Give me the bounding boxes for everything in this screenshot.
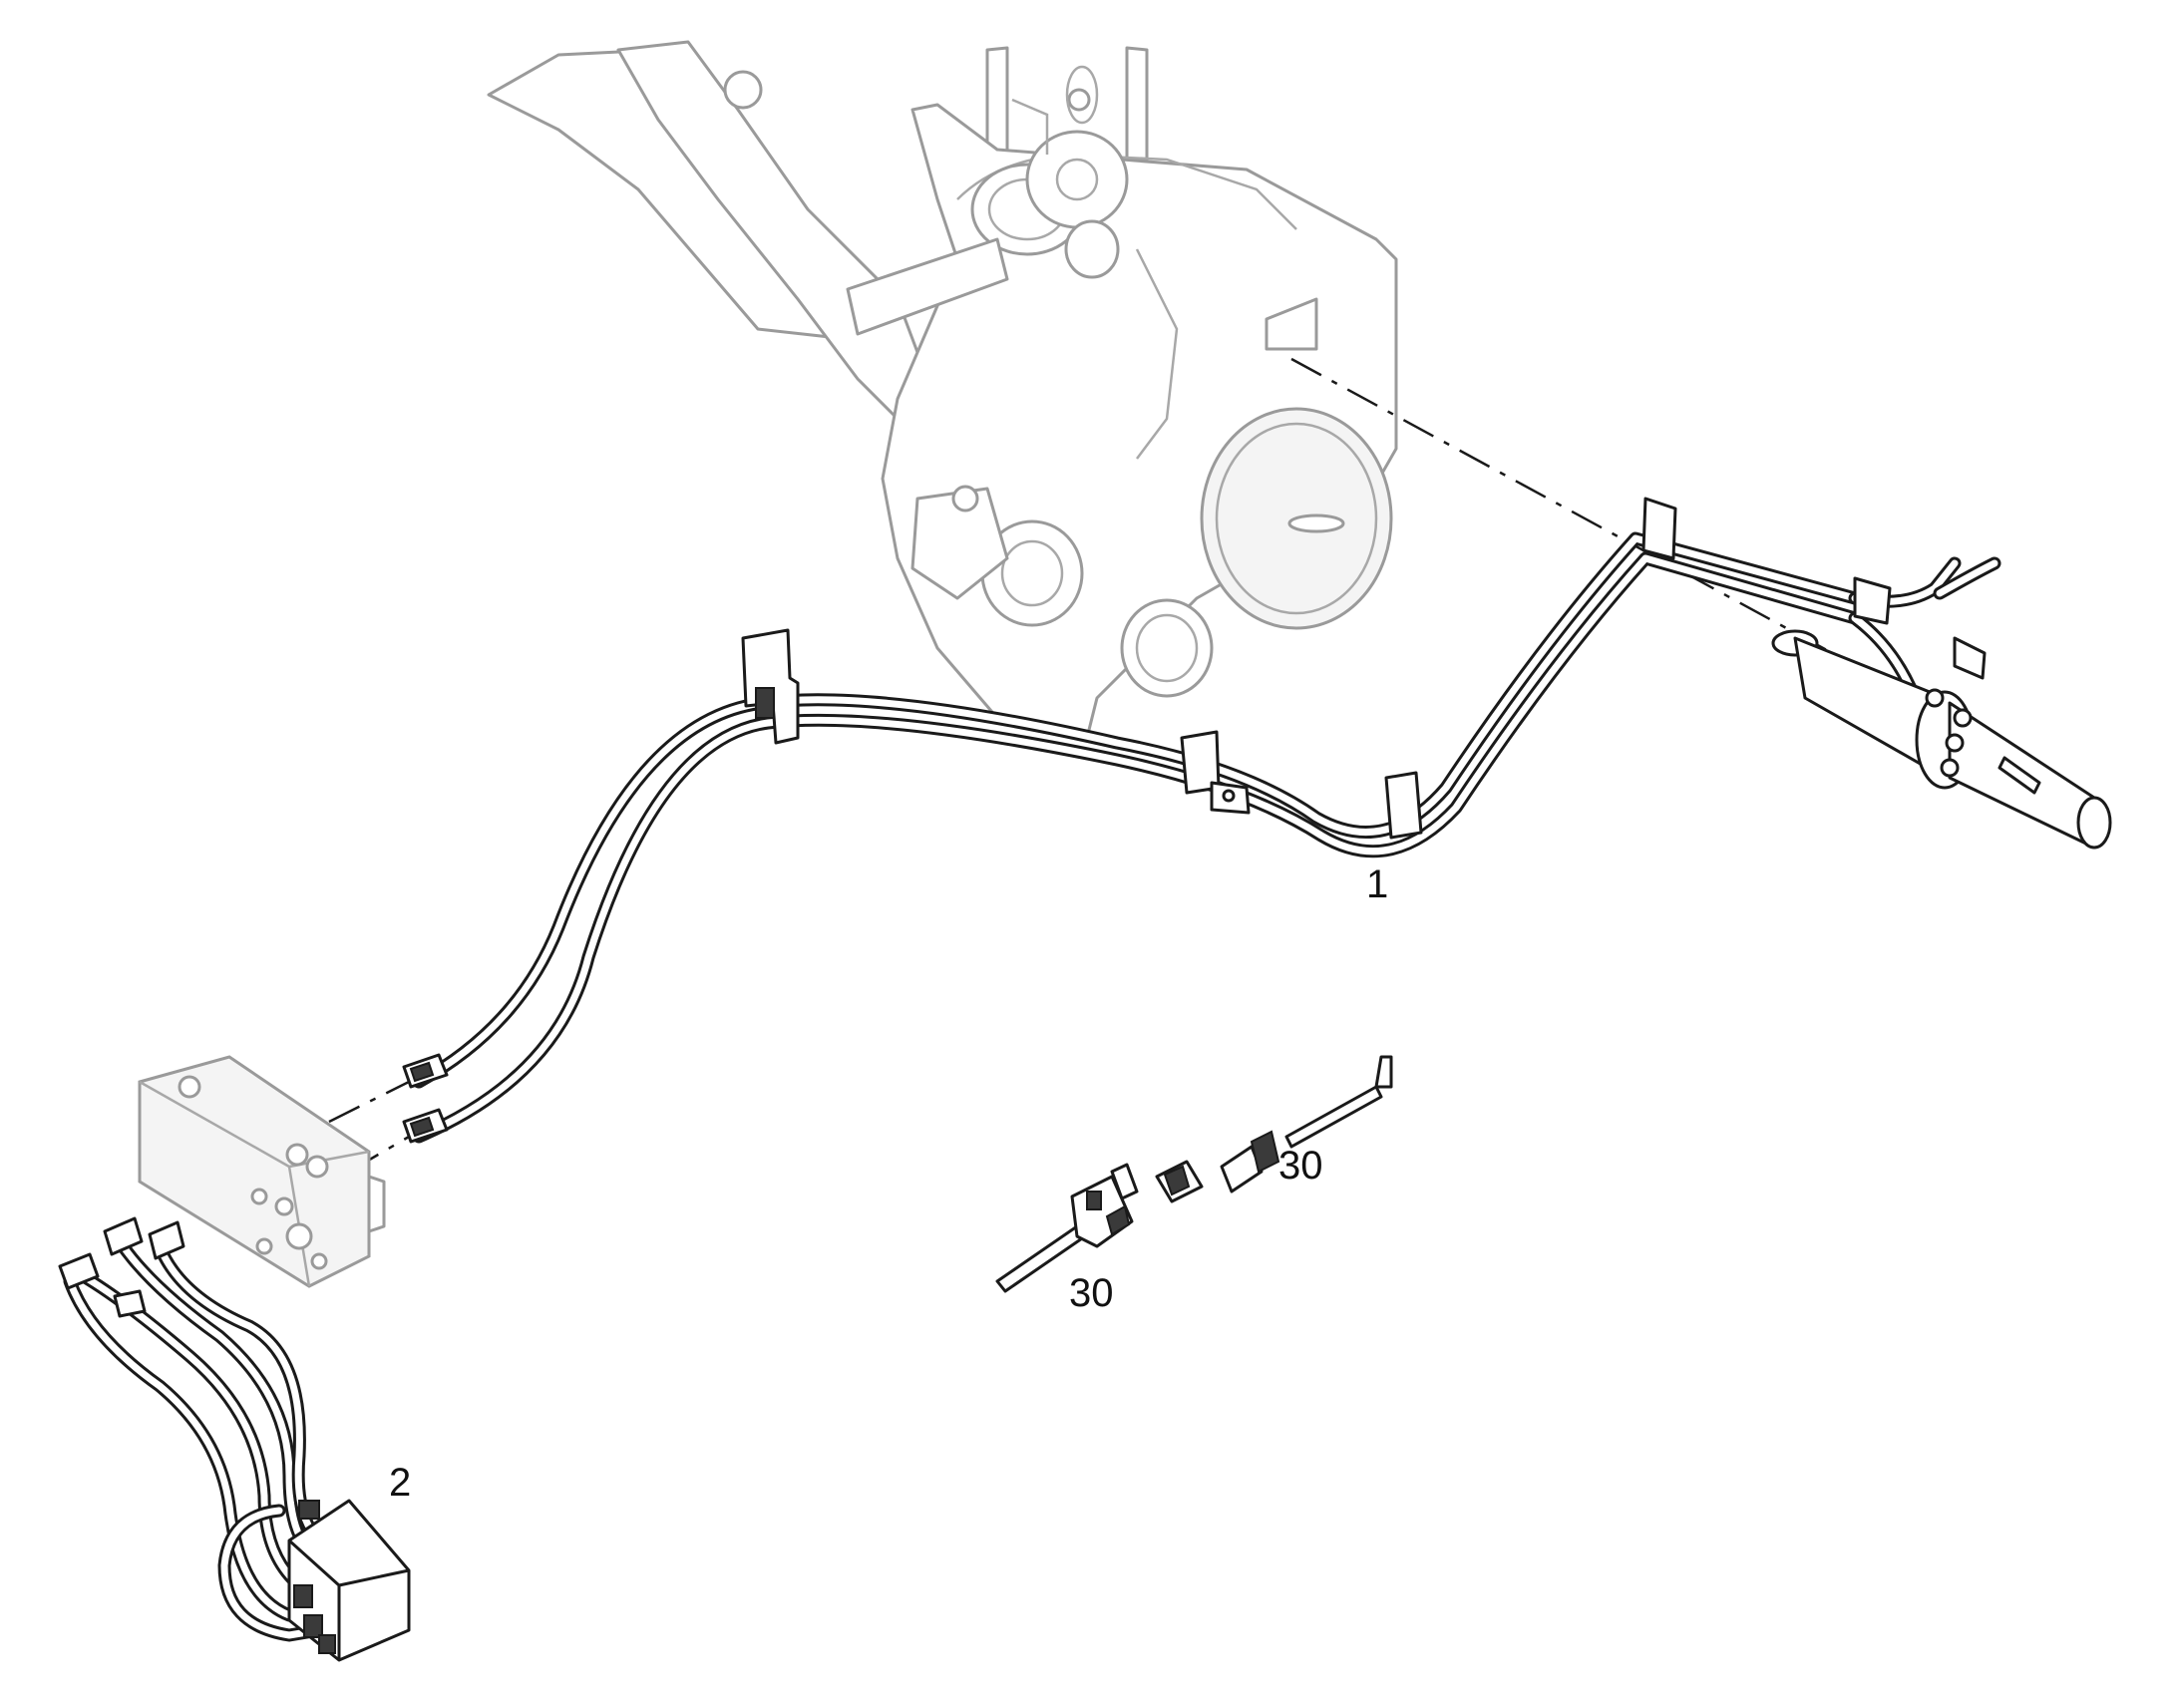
- connector-part-30-right: [1155, 1055, 1393, 1203]
- connector-part-30-left: [995, 1163, 1139, 1293]
- hydraulic-cylinder: [1771, 556, 2112, 850]
- callout-item-30-right: 30: [1278, 1144, 1323, 1188]
- background-frame-ghost: [487, 40, 1398, 740]
- hose-fittings-left: [402, 1053, 449, 1144]
- hose-assembly-lower: [58, 1216, 326, 1642]
- manifold-block-ghost: [138, 1055, 386, 1288]
- alignment-line-manifold-top: [328, 1080, 410, 1124]
- callout-item-1: 1: [1366, 862, 1388, 906]
- valve-block: [287, 1499, 411, 1662]
- hose-clamps: [741, 497, 1892, 840]
- callout-item-2: 2: [389, 1461, 411, 1505]
- hose-assembly-main: [412, 531, 2081, 1144]
- callout-item-30-left: 30: [1069, 1271, 1114, 1315]
